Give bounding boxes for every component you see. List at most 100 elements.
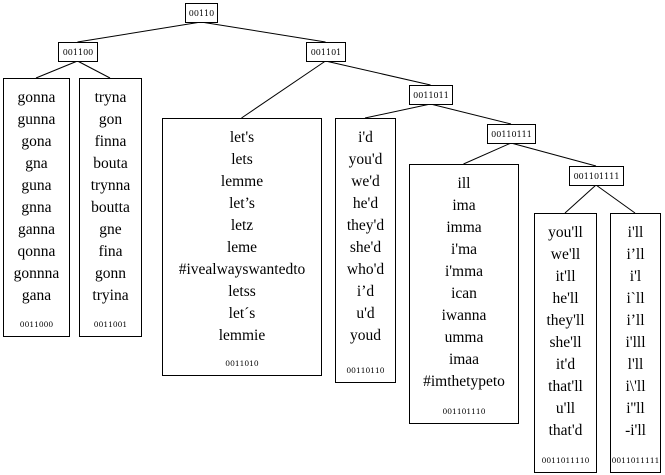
cluster-word: lets xyxy=(231,151,253,168)
cluster-word: iwanna xyxy=(442,307,487,324)
internal-node-box xyxy=(409,85,453,105)
internal-node-label: 00110 xyxy=(189,9,214,18)
leaf-cluster-00110110: i'dyou'dwe'dhe'dthey'dshe'dwho'di’du'dyo… xyxy=(335,118,396,383)
cluster-word: i'l xyxy=(630,268,641,285)
tree-edge xyxy=(77,21,202,43)
cluster-word: let's xyxy=(230,129,254,146)
internal-node-label: 001100 xyxy=(63,48,94,57)
internal-node-001100: 001100 xyxy=(58,42,98,62)
cluster-word: they'll xyxy=(546,312,584,329)
internal-node-00110111: 00110111 xyxy=(487,124,536,144)
leaf-cluster-0011010: let's lets lemme let’s letz leme #ivealwayswan… xyxy=(162,118,322,376)
cluster-word: youd xyxy=(350,327,381,344)
tree-edge xyxy=(200,21,326,43)
tree-edge xyxy=(77,60,111,79)
internal-node-label: 0011011 xyxy=(413,91,449,100)
cluster-word: i'd xyxy=(358,129,373,146)
cluster-word: she'd xyxy=(350,239,381,256)
tree-edge xyxy=(463,142,512,165)
cluster-word: ganna xyxy=(18,221,55,238)
cluster-word: i''ll xyxy=(626,400,645,417)
cluster-word: i'll xyxy=(628,224,644,241)
cluster-code: 0011011110 xyxy=(542,456,590,465)
cluster-word: gona xyxy=(21,133,51,150)
cluster-word: -i'll xyxy=(625,422,646,439)
cluster-word: #imthetypeto xyxy=(423,373,505,390)
internal-node-box xyxy=(185,3,218,23)
leaf-cluster-001101110: illimaimmai'mai'mmaicaniwannaummaimaa#im… xyxy=(409,164,519,424)
cluster-word: bouta xyxy=(93,155,128,172)
cluster-word: i\'ll xyxy=(625,378,645,395)
cluster-word: gonna xyxy=(18,89,56,106)
cluster-word: it'll xyxy=(555,268,575,285)
cluster-word: let’s xyxy=(229,195,255,212)
cluster-word: gna xyxy=(25,155,48,172)
tree-edge xyxy=(364,103,431,119)
leaf-cluster-0011011111: i'lli’lli'li`lli’lli'llll'lli\'lli''ll-i… xyxy=(610,213,661,473)
internal-node-001101: 001101 xyxy=(306,42,346,62)
cluster-word: gana xyxy=(22,287,51,304)
edges xyxy=(35,21,636,214)
cluster-word: #ivealwayswantedto xyxy=(179,261,306,278)
tree-edge xyxy=(510,142,597,167)
cluster-word: imma xyxy=(446,219,481,236)
internal-node-0011011: 0011011 xyxy=(409,85,453,105)
cluster-word: guna xyxy=(21,177,51,194)
cluster-word: i’d xyxy=(357,283,374,300)
cluster-word: finna xyxy=(95,133,127,150)
cluster-word: who'd xyxy=(347,261,384,278)
cluster-code: 0011011111 xyxy=(612,456,660,465)
cluster-word: that'd xyxy=(549,422,583,439)
cluster-code: 0011001 xyxy=(94,320,127,329)
cluster-word: she'll xyxy=(549,334,581,351)
cluster-word: he'll xyxy=(552,290,578,307)
internal-node-00110: 00110 xyxy=(185,3,218,23)
leaf-box xyxy=(79,78,142,337)
cluster-word: gon xyxy=(99,111,123,128)
cluster-word: you'd xyxy=(349,151,383,168)
cluster-word: leme xyxy=(227,239,257,256)
leaf-cluster-0011000: gonnagunnagonagnagunagnnagannaqonnagonnn… xyxy=(3,78,70,337)
cluster-word: l'll xyxy=(628,356,644,373)
tree-edge xyxy=(35,60,78,79)
cluster-code: 00110110 xyxy=(346,366,384,375)
cluster-code: 0011010 xyxy=(225,359,259,368)
cluster-word: lemme xyxy=(221,173,263,190)
cluster-word: i`ll xyxy=(626,290,644,307)
cluster-word: letz xyxy=(231,217,253,234)
cluster-word: i'mma xyxy=(445,263,483,280)
internal-node-box xyxy=(58,42,98,62)
cluster-word: imaa xyxy=(449,351,479,368)
cluster-word: gnna xyxy=(21,199,51,216)
tree-edge xyxy=(595,184,636,214)
internal-node-label: 001101 xyxy=(311,48,342,57)
cluster-word: tryna xyxy=(95,89,127,106)
cluster-word: they'd xyxy=(347,217,384,234)
internal-node-001101111: 001101111 xyxy=(569,166,624,186)
cluster-word: that'll xyxy=(548,378,583,395)
cluster-word: gne xyxy=(99,221,122,238)
cluster-word: let´s xyxy=(229,305,256,322)
cluster-word: umma xyxy=(445,329,484,346)
tree-edge xyxy=(430,103,512,125)
cluster-word: ill xyxy=(458,175,471,192)
cluster-word: we'll xyxy=(551,246,580,263)
internal-node-label: 001101111 xyxy=(574,172,620,181)
cluster-word: you'll xyxy=(548,224,583,241)
cluster-word: i'ma xyxy=(451,241,477,258)
cluster-code: 001101110 xyxy=(443,407,486,416)
cluster-word: qonna xyxy=(18,243,56,260)
cluster-word: gonn xyxy=(95,265,126,282)
cluster-code: 0011000 xyxy=(20,320,54,329)
cluster-word: i’ll xyxy=(626,312,644,329)
leaf-box xyxy=(162,118,322,376)
leaf-box xyxy=(409,164,519,424)
leaf-box xyxy=(335,118,396,383)
tree-edge xyxy=(325,60,431,86)
cluster-word: u'll xyxy=(556,400,575,417)
leaf-box xyxy=(534,213,597,473)
cluster-word: he'd xyxy=(353,195,378,212)
cluster-word: gonnna xyxy=(14,265,60,282)
internal-node-label: 00110111 xyxy=(491,130,532,139)
